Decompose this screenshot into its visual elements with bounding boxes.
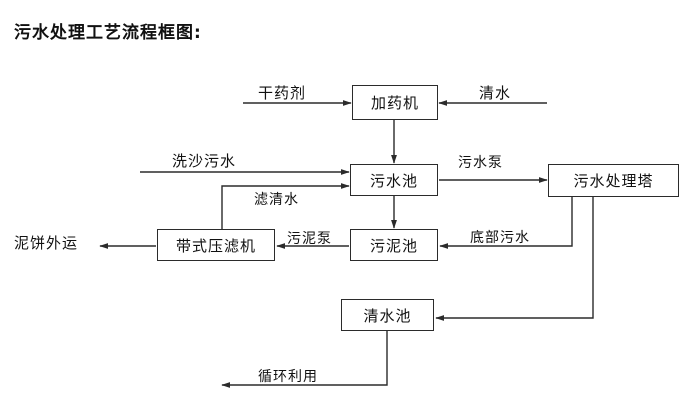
terminal-dry-agent: 干药剂: [258, 84, 307, 102]
node-dosing-label: 加药机: [370, 94, 419, 112]
edge-label-sewage-pump: 污水泵: [458, 155, 503, 171]
node-treatment-tower-label: 污水处理塔: [573, 172, 654, 190]
page-title: 污水处理工艺流程框图:: [14, 23, 202, 43]
node-sewage-pit-label: 污水池: [369, 171, 418, 190]
edge-tower-to-sludgepit: [439, 197, 573, 249]
terminal-wash-sand-sewage: 洗沙污水: [172, 152, 237, 170]
node-sludge-pit[interactable]: 污泥池: [350, 229, 438, 261]
node-clear-water-pit-label: 清水池: [363, 306, 412, 325]
node-sewage-pit[interactable]: 污水池: [350, 164, 438, 196]
node-clear-water-pit[interactable]: 清水池: [341, 299, 434, 331]
edge-filtrate-to-sewagepit: [221, 183, 350, 229]
edge-label-sludge-pump: 污泥泵: [287, 231, 332, 247]
edge-tower-to-clearpit: [435, 197, 594, 321]
edge-label-recycle: 循环利用: [258, 369, 318, 385]
node-treatment-tower[interactable]: 污水处理塔: [548, 164, 679, 197]
edge-label-filtrate: 滤清水: [254, 192, 299, 208]
terminal-mud-cake-transport: 泥饼外运: [14, 234, 79, 252]
node-sludge-pit-label: 污泥池: [369, 236, 418, 255]
terminal-clean-water: 清水: [479, 84, 512, 102]
node-belt-filter-press-label: 带式压滤机: [175, 236, 256, 255]
node-dosing[interactable]: 加药机: [352, 85, 438, 120]
edge-label-bottom-sewage: 底部污水: [470, 230, 530, 246]
edge-clearpit-to-recycle: [221, 331, 388, 388]
node-belt-filter-press[interactable]: 带式压滤机: [157, 229, 275, 261]
